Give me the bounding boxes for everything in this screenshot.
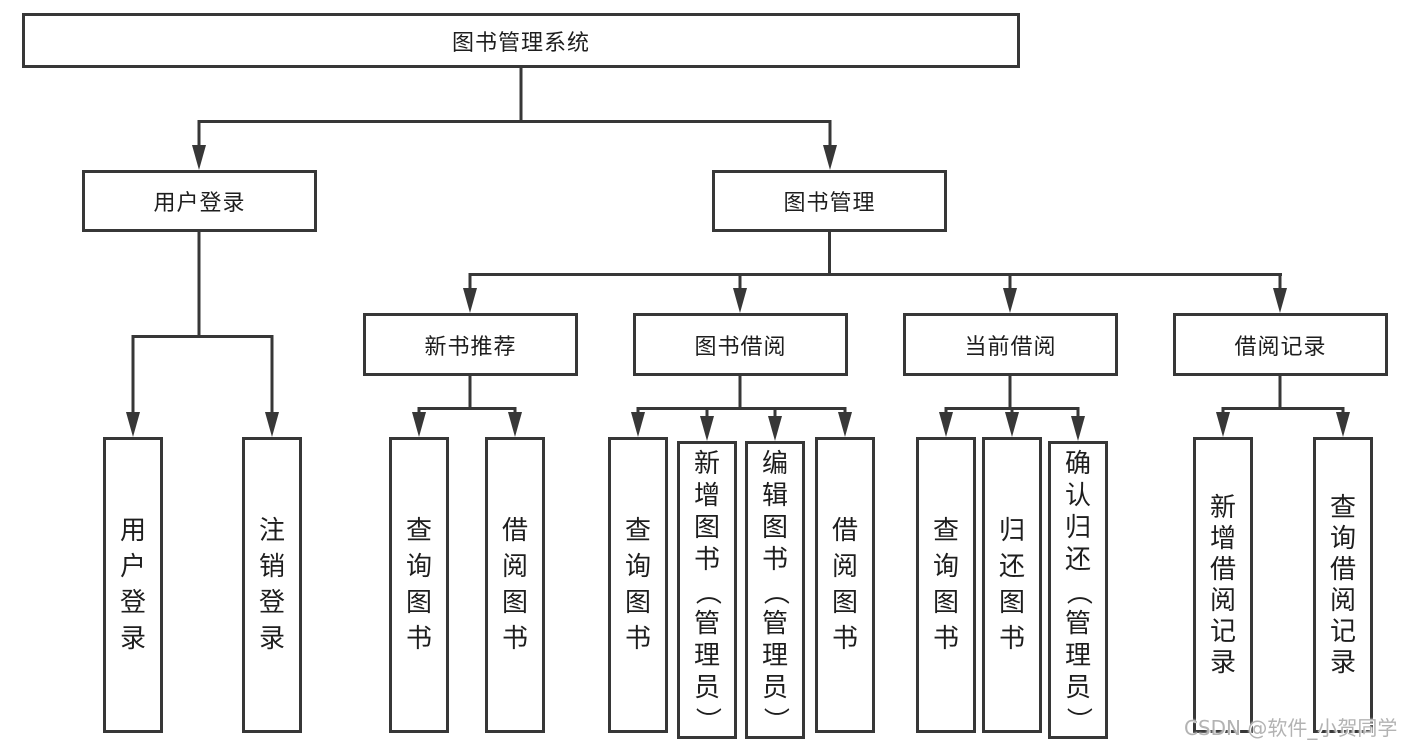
- leaf-query-borrow-record: 查询借阅记录: [1313, 437, 1373, 733]
- node-book-borrow: 图书借阅: [633, 313, 848, 376]
- node-user-login: 用户登录: [82, 170, 317, 232]
- arrow-down-icon: [126, 412, 140, 437]
- leaf-query-books: 查询图书: [608, 437, 668, 733]
- arrow-down-icon: [768, 416, 782, 441]
- leaf-edit-book-admin: 编辑图书（管理员）: [745, 441, 805, 739]
- leaf-return-books: 归还图书: [982, 437, 1042, 733]
- arrow-down-icon: [508, 412, 522, 437]
- leaf-user-login: 用户登录: [103, 437, 163, 733]
- node-borrow-records: 借阅记录: [1173, 313, 1388, 376]
- node-new-book-recommend: 新书推荐: [363, 313, 578, 376]
- arrow-down-icon: [823, 145, 837, 170]
- arrow-down-icon: [939, 412, 953, 437]
- node-label: 借阅记录: [1234, 334, 1327, 360]
- leaf-add-book-admin: 新增图书（管理员）: [677, 441, 737, 739]
- connector-path-user-login: [131, 232, 274, 416]
- arrow-down-icon: [1005, 412, 1019, 437]
- arrow-down-icon: [1003, 288, 1017, 313]
- node-label: 当前借阅: [964, 334, 1057, 360]
- node-library-system: 图书管理系统: [22, 13, 1020, 68]
- leaf-add-borrow-record: 新增借阅记录: [1193, 437, 1253, 733]
- csdn-watermark: CSDN @软件_小贺同学: [1184, 716, 1398, 740]
- arrow-down-icon: [1273, 288, 1287, 313]
- arrow-down-icon: [412, 412, 426, 437]
- leaf-borrow-books: 借阅图书: [815, 437, 875, 733]
- leaf-logout: 注销登录: [242, 437, 302, 733]
- node-current-borrow: 当前借阅: [903, 313, 1118, 376]
- node-label: 新书推荐: [424, 334, 517, 360]
- node-label: 图书借阅: [694, 334, 787, 360]
- node-label: 图书管理系统: [451, 30, 590, 56]
- connector-path-records: [1221, 376, 1345, 416]
- node-book-management: 图书管理: [712, 170, 947, 232]
- connector-path-recommend: [417, 376, 517, 416]
- arrowheads: [126, 145, 1350, 441]
- leaf-query-books: 查询图书: [916, 437, 976, 733]
- arrow-down-icon: [733, 288, 747, 313]
- node-label: 用户登录: [153, 191, 246, 216]
- leaf-confirm-return-admin: 确认归还（管理员）: [1048, 441, 1108, 739]
- arrow-down-icon: [1216, 412, 1230, 437]
- arrow-down-icon: [631, 412, 645, 437]
- connector-path-borrow: [636, 376, 847, 420]
- node-label: 图书管理: [783, 191, 876, 216]
- arrow-down-icon: [838, 412, 852, 437]
- arrow-down-icon: [192, 145, 206, 170]
- arrow-down-icon: [1071, 416, 1085, 441]
- connector-path-book-mgmt: [468, 232, 1282, 292]
- arrow-down-icon: [700, 416, 714, 441]
- leaf-query-books: 查询图书: [389, 437, 449, 733]
- leaf-borrow-books: 借阅图书: [485, 437, 545, 733]
- arrow-down-icon: [1336, 412, 1350, 437]
- connector-path-root: [197, 68, 832, 150]
- arrow-down-icon: [265, 412, 279, 437]
- arrow-down-icon: [463, 288, 477, 313]
